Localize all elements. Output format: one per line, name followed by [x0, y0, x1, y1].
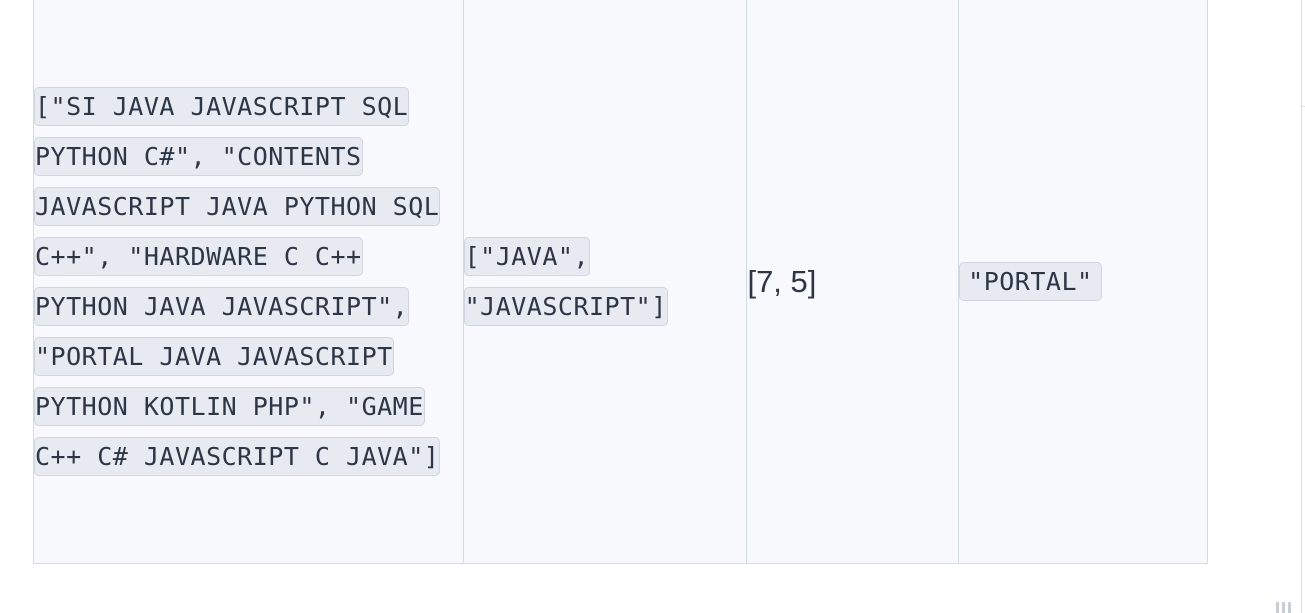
- code-value-result: "PORTAL": [959, 261, 1102, 301]
- table-cell-preference: [7, 5]: [746, 0, 960, 564]
- table-row: ["SI JAVA JAVASCRIPT SQL PYTHON C#", "CO…: [33, 0, 1208, 564]
- plain-value-preference: [7, 5]: [747, 263, 817, 299]
- panel-right-edge: [1301, 0, 1302, 613]
- panel-edge-tick: [1301, 106, 1305, 107]
- code-value-languages: ["JAVA", "JAVASCRIPT"]: [463, 236, 668, 326]
- table-cell-languages: ["JAVA", "JAVASCRIPT"]: [462, 0, 748, 564]
- table-cell-table: ["SI JAVA JAVASCRIPT SQL PYTHON C#", "CO…: [33, 0, 464, 564]
- resize-grip-icon[interactable]: [1276, 602, 1296, 613]
- data-table: ["SI JAVA JAVASCRIPT SQL PYTHON C#", "CO…: [33, 0, 1208, 564]
- table-cell-result: "PORTAL": [958, 0, 1208, 564]
- code-value-table: ["SI JAVA JAVASCRIPT SQL PYTHON C#", "CO…: [34, 86, 441, 476]
